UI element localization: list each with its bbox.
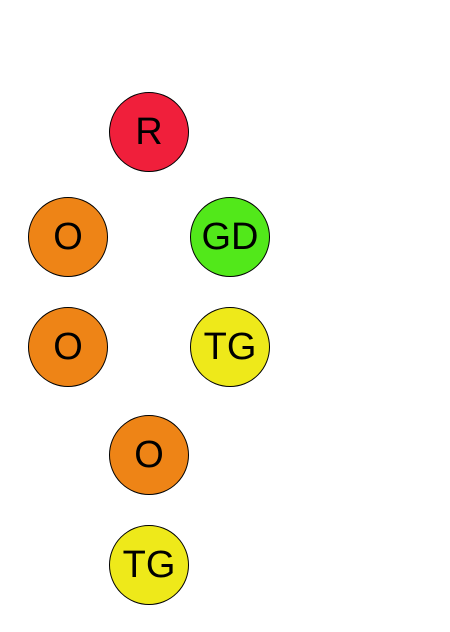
- token-label: R: [135, 111, 163, 153]
- token-label: O: [53, 216, 83, 258]
- token-o[interactable]: O: [28, 307, 108, 387]
- token-o[interactable]: O: [28, 197, 108, 277]
- token-o[interactable]: O: [109, 415, 189, 495]
- token-gd[interactable]: GD: [190, 197, 270, 277]
- token-label: TG: [122, 544, 176, 586]
- token-r[interactable]: R: [109, 92, 189, 172]
- token-label: O: [134, 434, 164, 476]
- token-tg[interactable]: TG: [190, 307, 270, 387]
- token-label: O: [53, 326, 83, 368]
- token-tg[interactable]: TG: [109, 525, 189, 605]
- token-label: TG: [203, 326, 257, 368]
- token-label: GD: [201, 216, 259, 258]
